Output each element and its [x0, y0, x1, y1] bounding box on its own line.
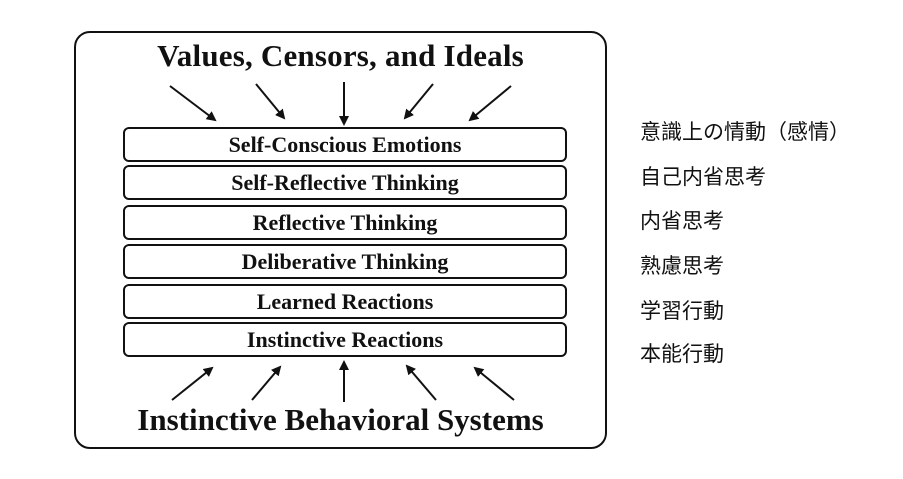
translation-reflective-thinking: 内省思考: [640, 209, 724, 233]
translation-deliberative-thinking: 熟慮思考: [640, 254, 724, 278]
translation-instinctive-reactions: 本能行動: [640, 342, 724, 366]
layer-self-conscious-emotions: Self-Conscious Emotions: [123, 127, 567, 162]
translation-self-reflective-thinking: 自己内省思考: [640, 165, 766, 189]
layer-learned-reactions: Learned Reactions: [123, 284, 567, 319]
translation-self-conscious-emotions: 意識上の情動（感情）: [640, 120, 850, 144]
layer-self-reflective-thinking: Self-Reflective Thinking: [123, 165, 567, 200]
top-label: Values, Censors, and Ideals: [157, 38, 524, 73]
layer-deliberative-thinking: Deliberative Thinking: [123, 244, 567, 279]
layer-reflective-thinking: Reflective Thinking: [123, 205, 567, 240]
diagram-frame: [74, 31, 607, 449]
bottom-label: Instinctive Behavioral Systems: [137, 402, 544, 437]
translation-learned-reactions: 学習行動: [640, 299, 724, 323]
layer-instinctive-reactions: Instinctive Reactions: [123, 322, 567, 357]
